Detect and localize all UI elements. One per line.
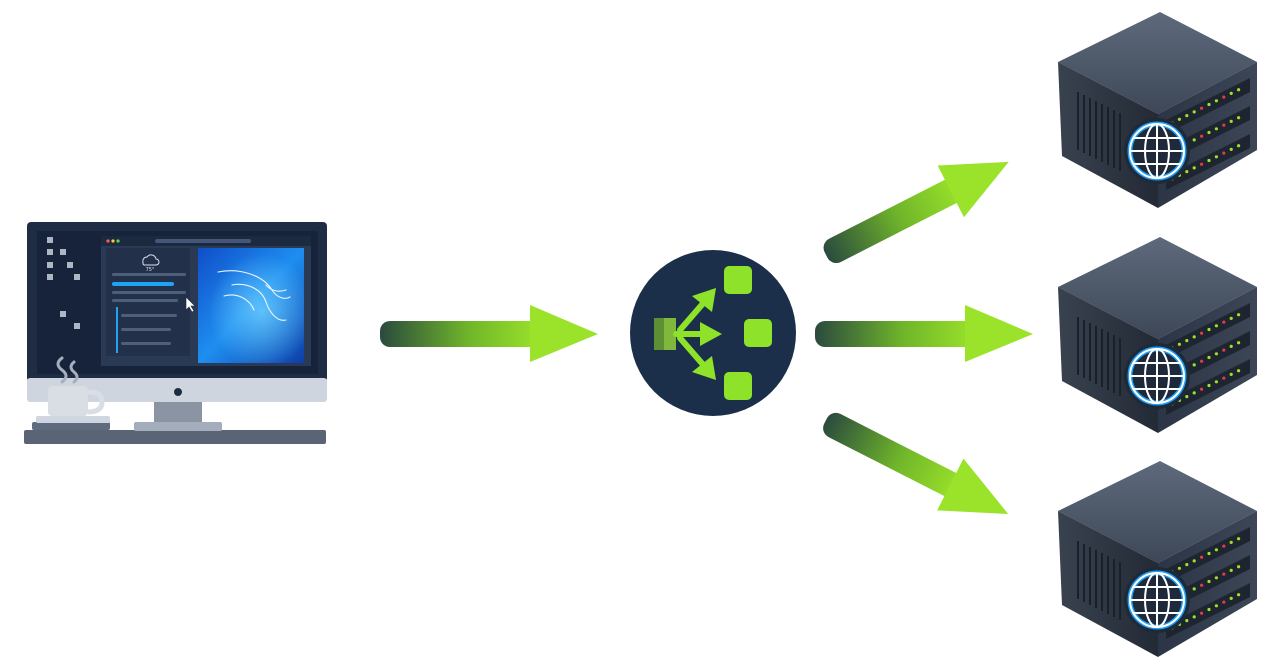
book-bottom [32, 422, 110, 430]
monitor-stand-base [134, 422, 222, 431]
arrow-balancer-to-server-middle [815, 305, 1033, 362]
book-top [36, 416, 110, 423]
desktop-workstation-icon: 75° [24, 222, 327, 444]
globe-icon [1124, 343, 1190, 409]
web-server-icon-3 [1058, 461, 1257, 657]
balancer-node-middle [744, 319, 772, 347]
cloud-icon [142, 254, 160, 266]
arrow-client-to-balancer [380, 305, 598, 362]
globe-icon [1124, 118, 1190, 184]
browser-address-bar [155, 239, 251, 243]
balancer-node-bottom [724, 372, 752, 400]
progress-indicator [112, 282, 174, 286]
desk-surface [24, 430, 326, 444]
power-dot [174, 388, 182, 396]
desktop-icons [47, 237, 80, 329]
web-server-icon-2 [1058, 237, 1257, 433]
flow-arrows [380, 161, 1033, 515]
mouse-cursor-icon [185, 296, 196, 313]
arrow-balancer-to-server-top [823, 161, 1009, 264]
server-group [1058, 12, 1257, 657]
balancer-node-top [724, 266, 752, 294]
web-server-icon-1 [1058, 12, 1257, 208]
coffee-mug-icon [48, 356, 105, 416]
weather-temperature: 75° [146, 267, 155, 273]
monitor-stand [154, 400, 202, 424]
load-balancer-icon [630, 250, 796, 416]
dragon-logo-icon [217, 270, 291, 321]
globe-icon [1124, 567, 1190, 633]
arrow-balancer-to-server-bottom [823, 412, 1009, 515]
